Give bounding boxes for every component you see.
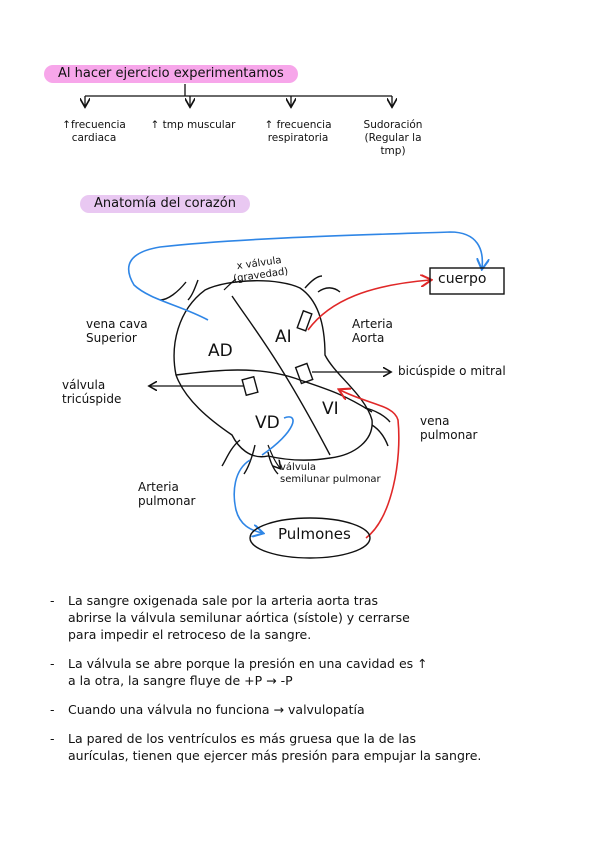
label-ad: AD	[208, 341, 233, 361]
note-1-line-3: para impedir el retroceso de la sangre.	[68, 627, 312, 642]
label-semilunar-pulmonar: válvula semilunar pulmonar	[280, 462, 381, 485]
exercise-title: Al hacer ejercicio experimentamos	[44, 65, 298, 83]
effect-frecuencia-respiratoria: ↑ frecuencia respiratoria	[264, 119, 332, 144]
note-2: La válvula se abre porque la presión en …	[50, 655, 560, 689]
pulmones-ellipse	[249, 517, 371, 559]
exercise-tree	[85, 84, 392, 106]
effect-tmp-muscular: ↑ tmp muscular	[150, 119, 236, 131]
note-2-line-2: a la otra, la sangre fluye de +P → -P	[68, 673, 293, 688]
label-pulmones: Pulmones	[278, 525, 351, 543]
effect-frecuencia-cardiaca: ↑frecuencia cardiaca	[62, 119, 126, 144]
label-arteria-aorta: Arteria Aorta	[352, 317, 393, 345]
label-ai: AI	[275, 327, 292, 347]
label-vena-pulmonar: vena pulmonar	[420, 414, 478, 442]
label-vd: VD	[255, 413, 280, 433]
note-4-line-2: aurículas, tienen que ejercer más presió…	[68, 748, 482, 763]
note-4-line-1: La pared de los ventrículos es más grues…	[68, 731, 416, 746]
label-bicuspide: bicúspide o mitral	[398, 364, 506, 378]
label-cuerpo: cuerpo	[438, 271, 487, 287]
label-vena-cava: vena cava Superior	[86, 317, 148, 345]
label-tricuspide: válvula tricúspide	[62, 378, 122, 406]
note-1-line-2: abrirse la válvula semilunar aórtica (sí…	[68, 610, 410, 625]
note-2-line-1: La válvula se abre porque la presión en …	[68, 656, 428, 671]
note-1: La sangre oxigenada sale por la arteria …	[50, 592, 560, 643]
effect-sudoracion: Sudoración (Regular la tmp)	[363, 119, 423, 157]
note-3-line-1: Cuando una válvula no funciona → valvulo…	[68, 702, 365, 717]
note-1-line-1: La sangre oxigenada sale por la arteria …	[68, 593, 379, 608]
heart-outline	[159, 275, 391, 475]
anatomy-title: Anatomía del corazón	[80, 195, 250, 213]
cuerpo-box	[429, 267, 505, 295]
note-3: Cuando una válvula no funciona → valvulo…	[50, 701, 560, 718]
notes-list: La sangre oxigenada sale por la arteria …	[50, 592, 560, 776]
label-vi: VI	[322, 399, 339, 419]
label-arteria-pulmonar: Arteria pulmonar	[138, 480, 196, 508]
note-4: La pared de los ventrículos es más grues…	[50, 730, 560, 764]
